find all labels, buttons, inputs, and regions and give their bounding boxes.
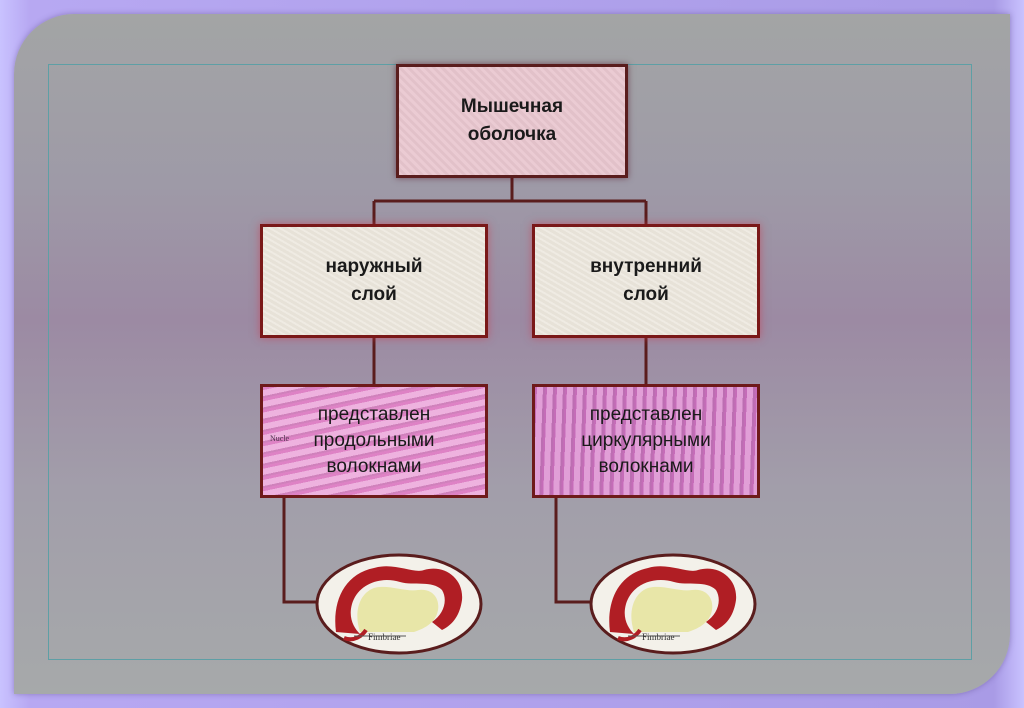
inner-layer-box: внутренний слой [532, 224, 760, 338]
inner-layer-label-line1: внутренний [590, 256, 702, 277]
longitudinal-fibers-box: представлен продольными волокнами [260, 384, 488, 498]
tube-cross-section-right: Fimbriae [589, 553, 757, 655]
circular-fibers-box: представлен циркулярными волокнами [532, 384, 760, 498]
inner-fibers-line3: волокнами [598, 456, 694, 477]
root-box-muscular-coat: Мышечная оболочка [396, 64, 628, 178]
inner-layer-label-line2: слой [623, 284, 669, 305]
outer-layer-label-line2: слой [351, 284, 397, 305]
tube-cross-section-left: Fimbriae [315, 553, 483, 655]
connector-inner-to-section [554, 498, 592, 604]
root-label-line1: Мышечная [460, 96, 564, 117]
root-label-line2: оболочка [467, 124, 557, 145]
outer-layer-label-line1: наружный [325, 256, 423, 277]
fimbriae-label-left: Fimbriae [368, 632, 401, 642]
outer-fibers-line1: представлен [317, 404, 431, 425]
connector-outer-to-section [282, 498, 318, 604]
inner-fibers-line2: циркулярными [581, 430, 711, 451]
inner-fibers-line1: представлен [589, 404, 703, 425]
fimbriae-label-right: Fimbriae [642, 632, 675, 642]
outer-fibers-line3: волокнами [326, 456, 422, 477]
micrograph-nuclei-label: Nucle [270, 434, 290, 443]
outer-layer-box: наружный слой [260, 224, 488, 338]
outer-fibers-line2: продольными [313, 430, 435, 451]
